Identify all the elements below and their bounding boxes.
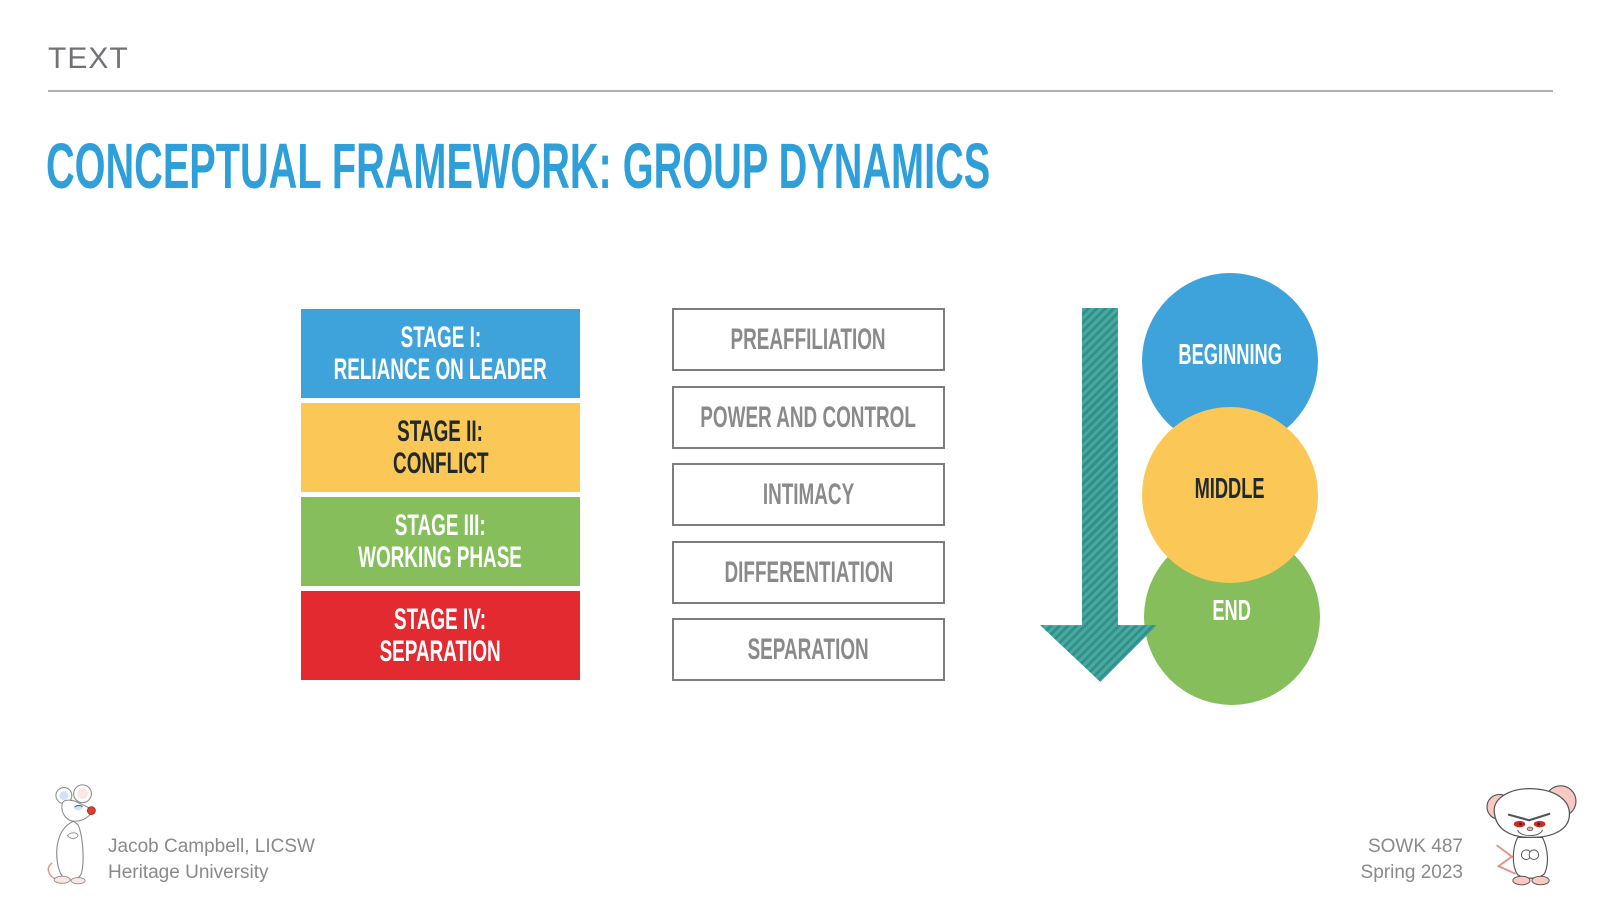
timeline-circle-middle: MIDDLE: [1142, 407, 1318, 583]
phase-label: PREAFFILIATION: [730, 322, 887, 356]
stage-box-2: STAGE II: CONFLICT: [301, 403, 580, 492]
stage-3-line1: STAGE III:: [394, 508, 486, 542]
page-title: CONCEPTUAL FRAMEWORK: GROUP DYNAMICS: [46, 130, 991, 202]
author-credit: Jacob Campbell, LICSW Heritage Universit…: [108, 834, 315, 886]
phase-label: SEPARATION: [747, 632, 870, 666]
stage-2-line1: STAGE II:: [397, 414, 484, 448]
phase-box-preaffiliation: PREAFFILIATION: [672, 308, 945, 371]
phase-box-intimacy: INTIMACY: [672, 463, 945, 526]
course-code: SOWK 487: [1367, 836, 1463, 857]
stage-4-line2: SEPARATION: [379, 634, 502, 668]
stage-4-line1: STAGE IV:: [394, 602, 487, 636]
slide-layout-kicker: TEXT: [48, 42, 129, 75]
stage-box-1: STAGE I: RELIANCE ON LEADER: [301, 309, 580, 398]
phase-box-differentiation: DIFFERENTIATION: [672, 541, 945, 604]
stage-box-3: STAGE III: WORKING PHASE: [301, 497, 580, 586]
stage-3-line2: WORKING PHASE: [358, 540, 523, 574]
timeline-label-beginning: BEGINNING: [1178, 338, 1282, 371]
phase-label: DIFFERENTIATION: [724, 555, 893, 589]
author-affiliation: Heritage University: [108, 862, 269, 883]
course-credit: SOWK 487 Spring 2023: [1361, 834, 1463, 886]
stage-2-line2: CONFLICT: [392, 446, 489, 480]
stage-box-4: STAGE IV: SEPARATION: [301, 591, 580, 680]
pinky-mouse-illustration: [47, 784, 96, 885]
author-name: Jacob Campbell, LICSW: [108, 836, 315, 857]
stage-1-line1: STAGE I:: [400, 320, 481, 354]
course-term: Spring 2023: [1360, 862, 1463, 883]
phase-label: POWER AND CONTROL: [700, 400, 917, 434]
timeline-label-end: END: [1212, 594, 1252, 627]
stage-1-line2: RELIANCE ON LEADER: [333, 352, 548, 386]
phase-box-separation: SEPARATION: [672, 618, 945, 681]
header-divider: [48, 90, 1553, 92]
phase-box-power-and-control: POWER AND CONTROL: [672, 386, 945, 449]
timeline-label-middle: MIDDLE: [1194, 472, 1266, 505]
phase-label: INTIMACY: [762, 477, 855, 511]
brain-mouse-illustration: [1486, 785, 1577, 886]
